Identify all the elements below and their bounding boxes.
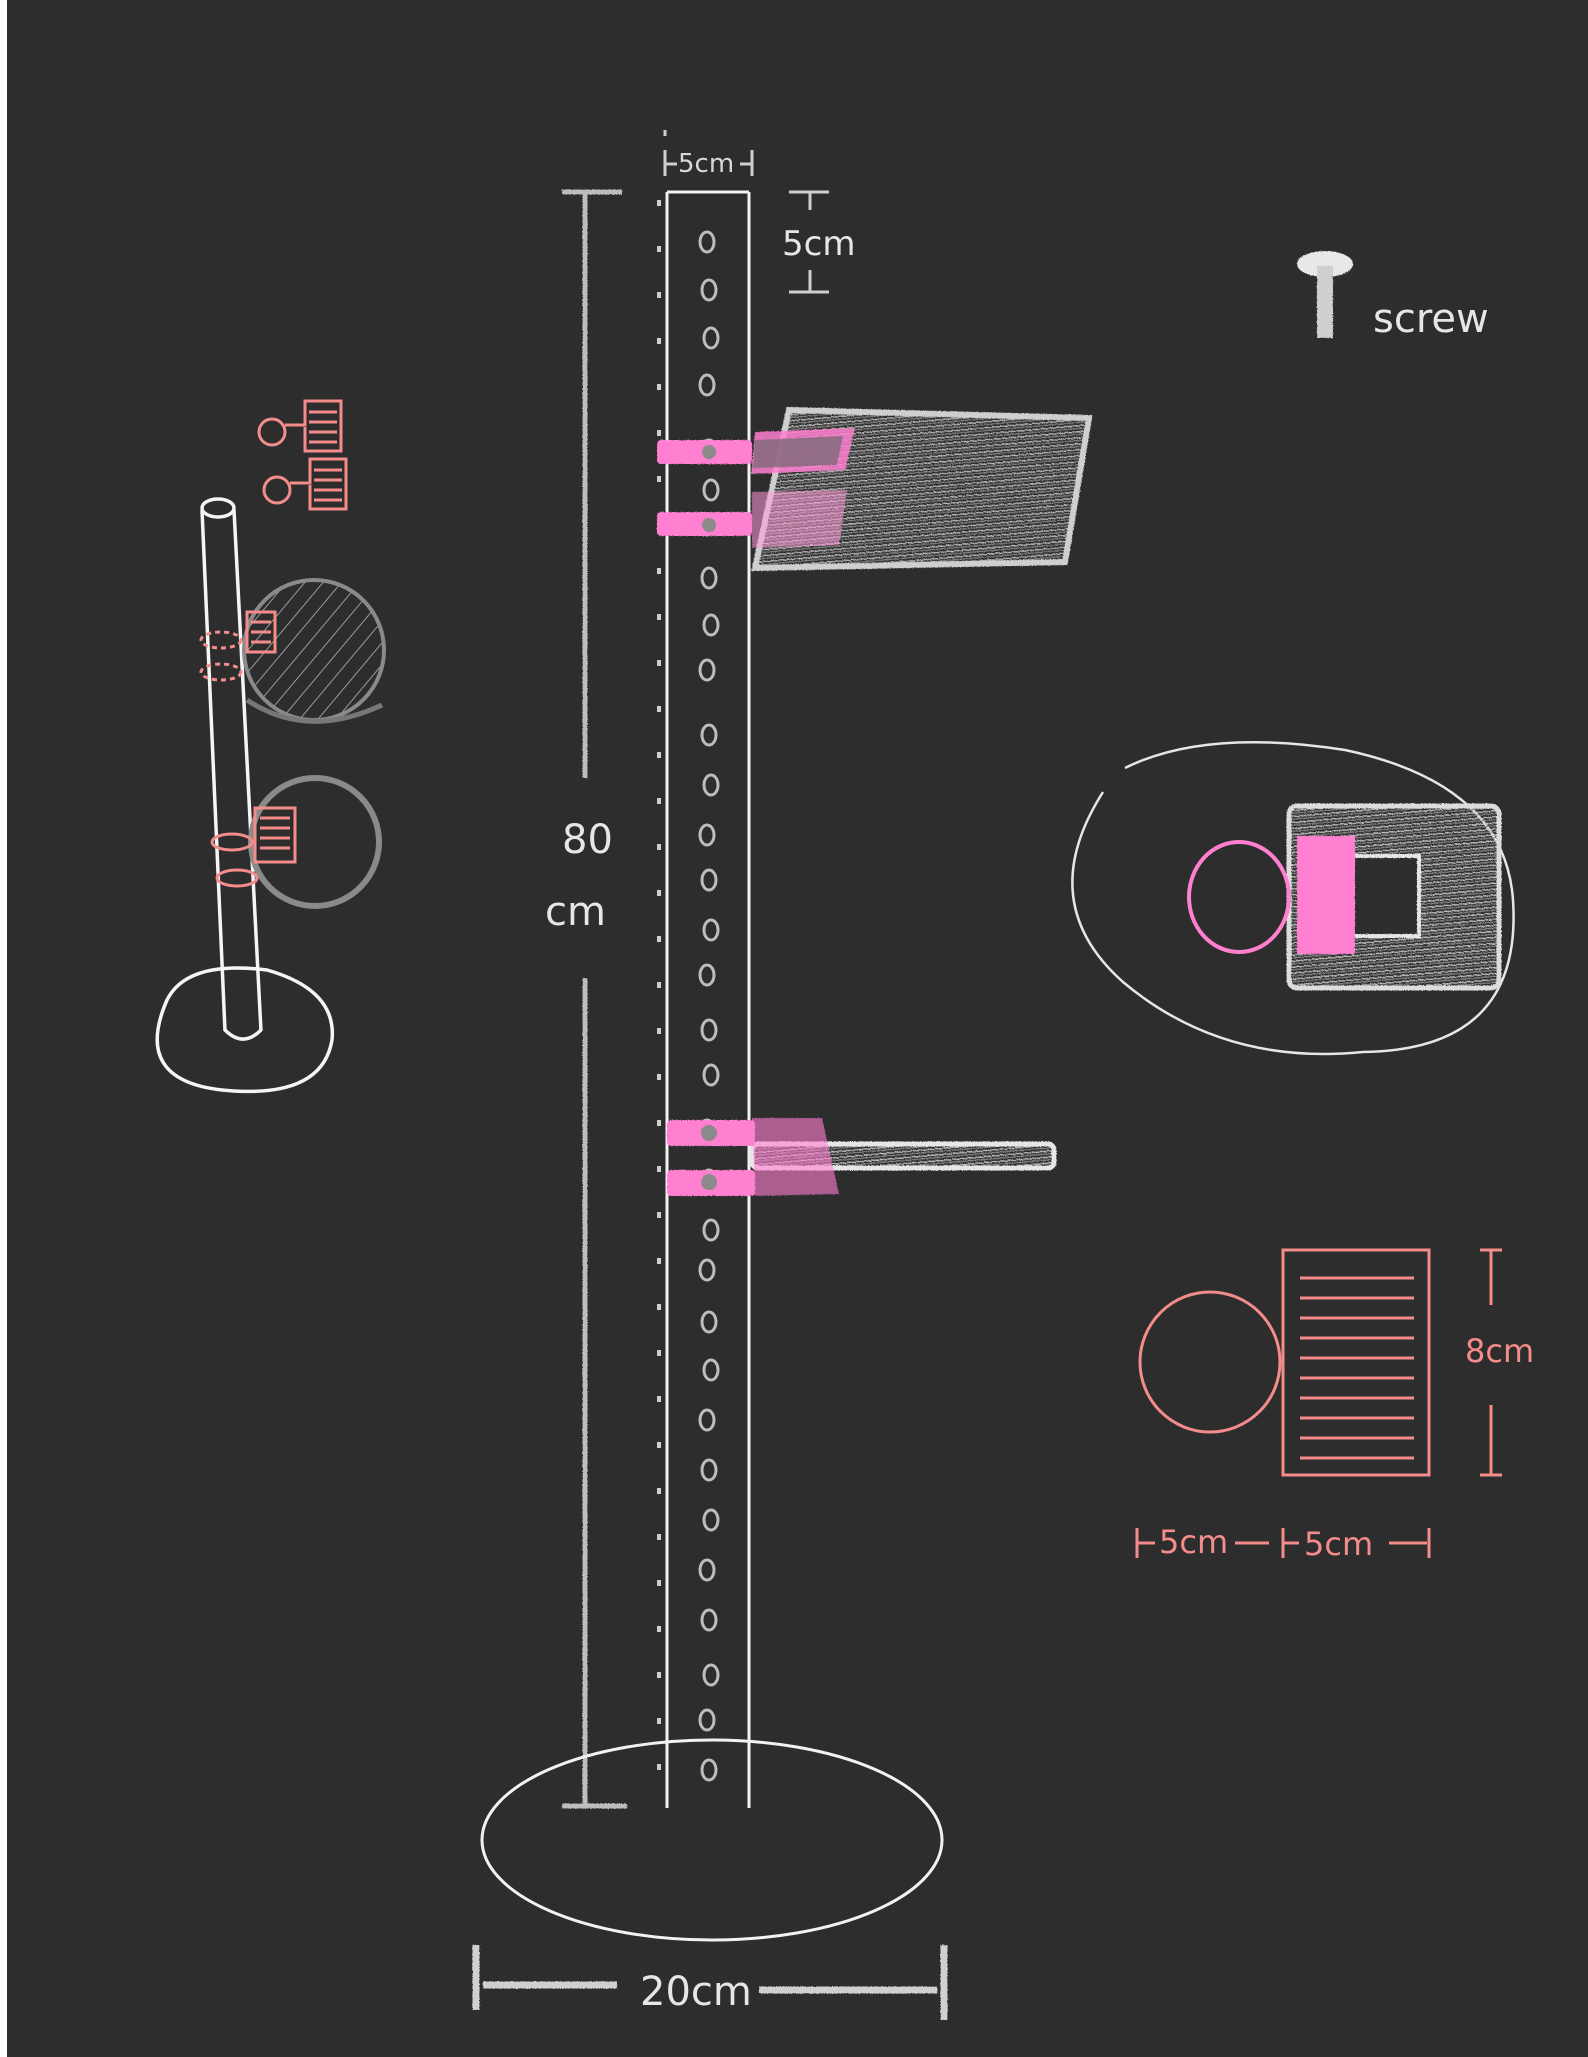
pole-hole — [698, 1258, 716, 1282]
main-pole — [657, 190, 751, 1808]
pole-hole — [700, 723, 718, 747]
pole-hole — [702, 918, 720, 942]
mini-ring — [248, 775, 382, 909]
pole-hole — [700, 278, 718, 302]
top-width-dimension — [663, 130, 754, 176]
pole-hole — [702, 1358, 720, 1382]
pole-hole — [700, 1310, 718, 1334]
top-view-sketch — [1071, 740, 1515, 1056]
top-view-ring — [1187, 840, 1291, 954]
pole-hole — [702, 1218, 720, 1242]
pole-hole — [702, 326, 720, 350]
stand-base — [480, 1738, 944, 1942]
hole-spacing-dimension — [789, 190, 829, 294]
pole-hole — [702, 478, 720, 502]
pole-hole — [698, 373, 716, 397]
top-view-tray — [1286, 803, 1502, 991]
base-width-label: 20cm — [640, 1969, 752, 2015]
pole-hole — [698, 823, 716, 847]
pole-hole — [700, 566, 718, 590]
bracket-detail — [1135, 1248, 1502, 1558]
clip-icon — [210, 806, 297, 888]
pole-hole — [700, 868, 718, 892]
top-view-base — [1071, 740, 1515, 1056]
pole-hole — [698, 1558, 716, 1582]
top-width-label: 5cm — [678, 149, 734, 179]
pole-hole — [702, 1663, 720, 1687]
upper-tray-shelf — [657, 406, 1093, 572]
mini-pole — [155, 497, 335, 1094]
pole-hole — [700, 1458, 718, 1482]
lower-bar-bracket — [667, 445, 1057, 1196]
pole-hole — [698, 658, 716, 682]
bracket-height-label: 8cm — [1465, 1332, 1534, 1370]
hole-spacing-label: 5cm — [782, 224, 855, 264]
bracket-width-right-label: 5cm — [1304, 1525, 1373, 1563]
pole-hole — [700, 1018, 718, 1042]
pole-hole — [698, 963, 716, 987]
bracket-width-left-label: 5cm — [1159, 1523, 1228, 1561]
pole-hole — [698, 1708, 716, 1732]
base-width-dimension — [472, 1945, 948, 2020]
pole-hole — [700, 1608, 718, 1632]
height-dimension — [562, 189, 627, 1809]
height-label: 80 — [562, 817, 613, 863]
pole-hole — [698, 230, 716, 254]
screw-label: screw — [1373, 296, 1489, 342]
clip-icon — [257, 399, 348, 511]
screw-icon — [1297, 251, 1353, 338]
pole-hole — [702, 773, 720, 797]
clip-icon — [199, 610, 277, 682]
tray-icon — [1300, 1276, 1414, 1460]
height-unit-label: cm — [545, 889, 606, 935]
stand-drawing: 80 cm 5cm 5cm — [472, 130, 1093, 2020]
pole-hole — [698, 1408, 716, 1432]
pole-hole — [702, 1063, 720, 1087]
pole-hole — [700, 1758, 718, 1782]
pole-hole — [702, 1508, 720, 1532]
sketch-canvas: 80 cm 5cm 5cm — [155, 130, 1534, 2020]
perspective-sketch — [155, 399, 386, 1094]
pole-holes — [698, 230, 720, 1782]
pole-hole — [702, 613, 720, 637]
mini-shelf-top — [242, 578, 386, 724]
chalkboard: 80 cm 5cm 5cm — [7, 0, 1588, 2057]
